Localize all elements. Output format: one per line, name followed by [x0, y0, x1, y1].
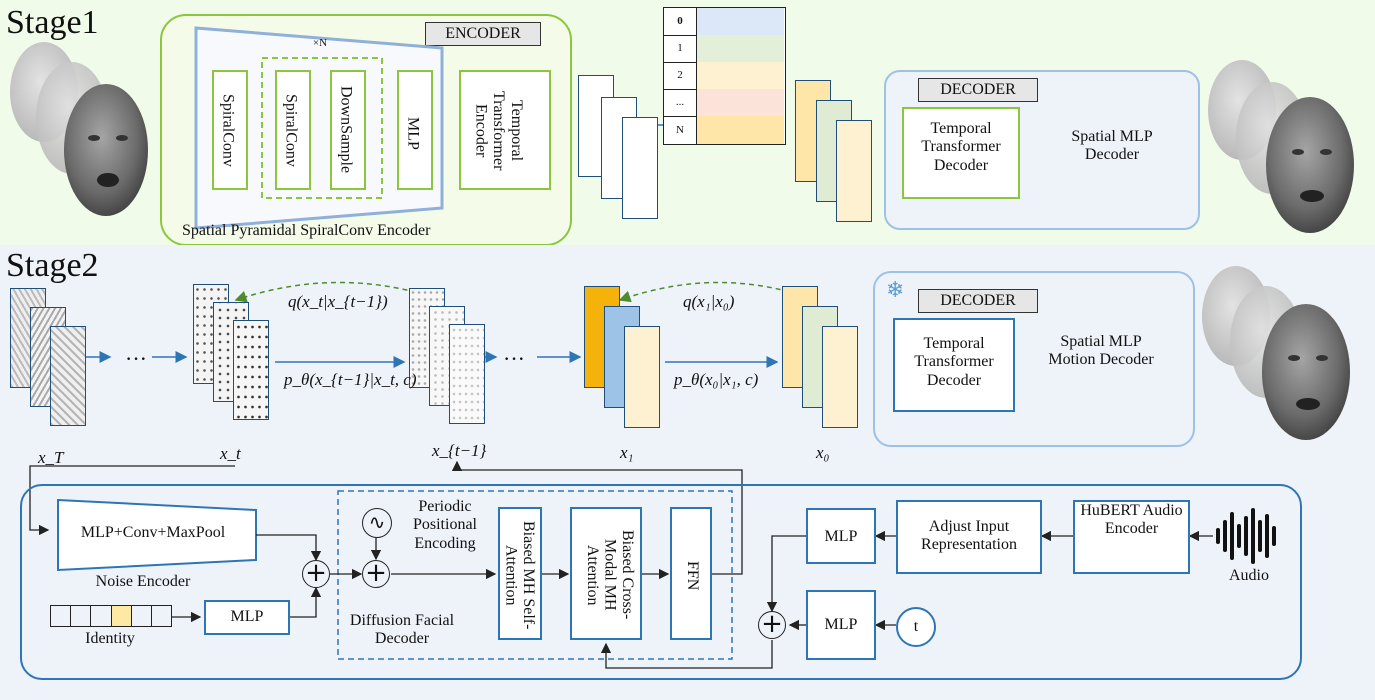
ellipsis-1: ··· — [125, 346, 147, 371]
codebook-index-4: N — [664, 116, 697, 144]
decoder-tag-stage1: DECODER — [918, 78, 1038, 102]
codebook-index-1: 1 — [664, 35, 697, 62]
codebook-vector-2 — [697, 62, 784, 89]
ffn-block — [670, 507, 712, 640]
temporal-decoder-block-stage2 — [893, 318, 1015, 412]
noise-encoder-block-label: MLP+Conv+MaxPool — [80, 524, 226, 541]
cross-attention-block — [570, 507, 642, 640]
spatial-decoder-label-stage1: Spatial MLP Decoder — [1071, 128, 1153, 164]
x-label-T: x_T — [38, 448, 64, 467]
identity-cell — [132, 606, 152, 626]
spiralconv-label-1: SpiralConv — [219, 93, 237, 167]
sum-noise-identity: + — [302, 560, 330, 588]
codebook-index-0: 0 — [664, 8, 697, 35]
adjust-input-block — [896, 500, 1042, 574]
p-last-label: p_θ(x₀|x₁, c) — [674, 370, 759, 389]
q-forward-label: q(x_t|x_{t−1}) — [288, 292, 388, 311]
identity-label: Identity — [85, 630, 135, 647]
identity-cell — [51, 606, 72, 626]
spatial-decoder-label-stage2: Spatial MLP Motion Decoder — [1048, 333, 1154, 369]
quantized-card-3 — [836, 120, 872, 222]
codebook-vector-4 — [697, 116, 784, 144]
mlp-label-encoder: MLP — [404, 116, 422, 150]
sum-positional: + — [362, 560, 390, 588]
p-step-label: p_θ(x_{t−1}|x_t, c) — [284, 370, 417, 389]
x-label-t-1: x_{t−1} — [432, 441, 487, 460]
spiralconv-block-2 — [275, 70, 311, 190]
identity-cell-active — [111, 606, 132, 626]
self-attention-block — [498, 507, 542, 640]
x-label-1: x₁ — [620, 443, 634, 462]
codebook-table: 0 1 2 ... N — [663, 7, 786, 145]
identity-mlp-label: MLP — [230, 608, 264, 625]
timestep-mlp-label: MLP — [824, 616, 858, 633]
latent-card-x0-3 — [822, 326, 858, 428]
stage2-title: Stage2 — [6, 247, 99, 284]
identity-cell — [152, 606, 171, 626]
noisy-card-xt1-3 — [449, 324, 485, 424]
identity-cell — [91, 606, 112, 626]
temporal-encoder-label: Temporal Transformer Encoder — [472, 91, 525, 171]
hubert-label: HuBERT Audio Encoder — [1080, 502, 1183, 538]
noise-encoder-label: Noise Encoder — [95, 573, 191, 590]
latent-card-3 — [622, 117, 658, 219]
identity-cell — [71, 606, 92, 626]
temporal-encoder-block — [459, 70, 551, 190]
temporal-decoder-label-stage1: Temporal Transformer Decoder — [921, 120, 1001, 174]
codebook-row-3: ... — [664, 89, 784, 117]
sum-audio-timestep: + — [758, 611, 786, 639]
audio-mlp-label: MLP — [824, 528, 858, 545]
codebook-row-4: N — [664, 116, 784, 144]
ellipsis-2: ··· — [503, 346, 525, 371]
x-label-0: x₀ — [816, 443, 830, 462]
identity-vector — [50, 605, 172, 627]
codebook-row-0: 0 — [664, 8, 784, 36]
timestep-node: t — [896, 607, 936, 647]
noisy-card-xt-3 — [233, 320, 269, 420]
mlp-block-encoder — [397, 70, 433, 190]
ffn-label: FFN — [684, 561, 701, 591]
self-attention-label: Biased MH Self-Attention — [502, 520, 537, 630]
downsample-label: DownSample — [337, 86, 355, 174]
timestep-mlp-block — [806, 590, 876, 660]
codebook-index-2: 2 — [664, 62, 697, 89]
stage1-title: Stage1 — [6, 4, 99, 41]
decoder-tag-stage2: DECODER — [918, 289, 1038, 313]
temporal-decoder-label-stage2: Temporal Transformer Decoder — [914, 335, 994, 389]
x-label-t: x_t — [220, 444, 241, 463]
encoder-tag: ENCODER — [425, 22, 541, 46]
encoder-caption: Spatial Pyramidal SpiralConv Encoder — [182, 222, 431, 239]
codebook-row-2: 2 — [664, 62, 784, 90]
audio-label: Audio — [1229, 567, 1269, 584]
spiralconv-label-2: SpiralConv — [282, 93, 300, 167]
denoiser-panel — [20, 484, 1302, 680]
periodic-pe-label: Periodic Positional Encoding — [412, 498, 477, 552]
snowflake-icon: ❄ — [886, 278, 905, 303]
codebook-vector-1 — [697, 35, 784, 62]
repeat-n-label: ×N — [312, 37, 328, 49]
adjust-input-label: Adjust Input Representation — [921, 518, 1017, 554]
sine-wave-icon: ∿ — [362, 508, 392, 538]
temporal-decoder-block-stage1 — [902, 107, 1020, 199]
q-last-label: q(x₁|x₀) — [683, 292, 735, 311]
cross-attention-label: Biased Cross-Modal MH Attention — [583, 530, 636, 620]
downsample-block — [330, 70, 366, 190]
diffusion-decoder-label: Diffusion Facial Decoder — [349, 612, 455, 648]
noisy-card-xT-3 — [50, 326, 86, 426]
codebook-row-1: 1 — [664, 35, 784, 63]
hubert-block — [1073, 500, 1190, 574]
codebook-vector-3 — [697, 89, 784, 116]
codebook-vector-0 — [697, 8, 784, 35]
audio-mlp-block — [806, 508, 876, 564]
spiralconv-block-1 — [212, 70, 248, 190]
latent-card-x1-3 — [624, 326, 660, 428]
identity-mlp-block — [204, 600, 290, 635]
codebook-index-3: ... — [664, 89, 697, 116]
